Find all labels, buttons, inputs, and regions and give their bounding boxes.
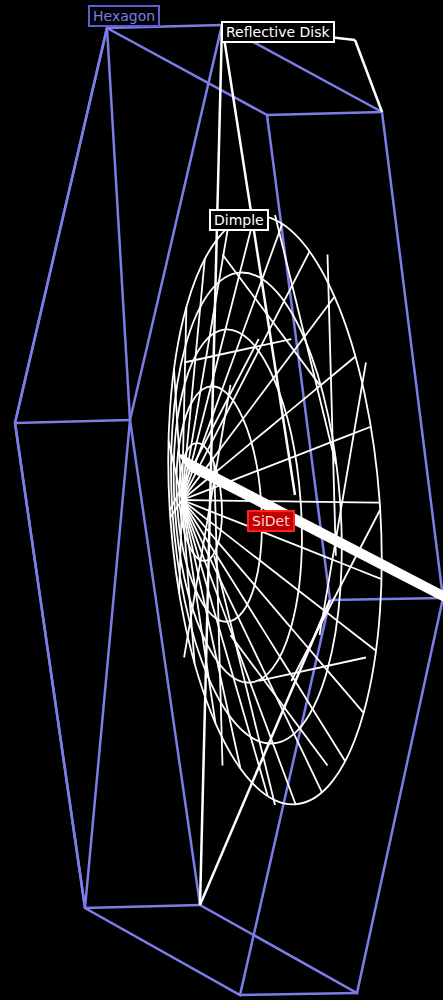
reflective-disk [180,25,443,905]
hexagon-frame [15,25,443,995]
dimple-mesh [150,208,401,811]
part-label: Hexagon [88,5,160,27]
part-label: Reflective Disk [221,21,335,43]
part-label: SiDet [247,510,295,532]
part-label: Dimple [209,209,269,231]
